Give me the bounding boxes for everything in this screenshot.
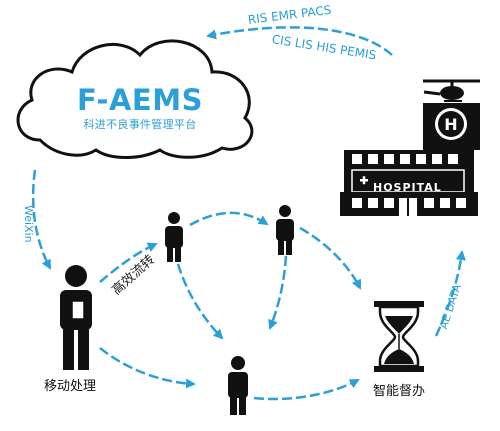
smart-supervision-label: 智能督办: [373, 384, 426, 399]
hourglass-icon: [374, 301, 424, 372]
person-icon: [165, 212, 183, 262]
person-icon: [60, 265, 92, 370]
arrow-icon: [99, 347, 196, 389]
arrow-icon: [176, 263, 224, 340]
arrow-icon: [299, 226, 362, 290]
arrow-icon: [99, 242, 158, 283]
platform-subtitle: 科进不良事件管理平台: [83, 118, 197, 131]
platform-title: F-AEMS: [77, 83, 203, 117]
arrow-icon: [189, 211, 269, 227]
weixin-label: WeiXin: [22, 205, 35, 243]
arrow-icon: [268, 255, 288, 330]
person-icon: [228, 356, 248, 415]
arrow-icon: [434, 250, 466, 337]
hospital-sign: HOSPITAL: [373, 181, 442, 194]
person-icon: [276, 205, 294, 255]
arrow-icon: [206, 26, 393, 56]
cloud-icon: [16, 39, 254, 159]
arrow-icon: [253, 378, 360, 401]
hospital-icon: [340, 79, 480, 216]
helipad-letter: H: [444, 115, 457, 134]
arrow-icon: [31, 169, 52, 270]
mobile-processing-label: 移动处理: [44, 379, 97, 394]
helicopter-icon: [423, 79, 480, 102]
